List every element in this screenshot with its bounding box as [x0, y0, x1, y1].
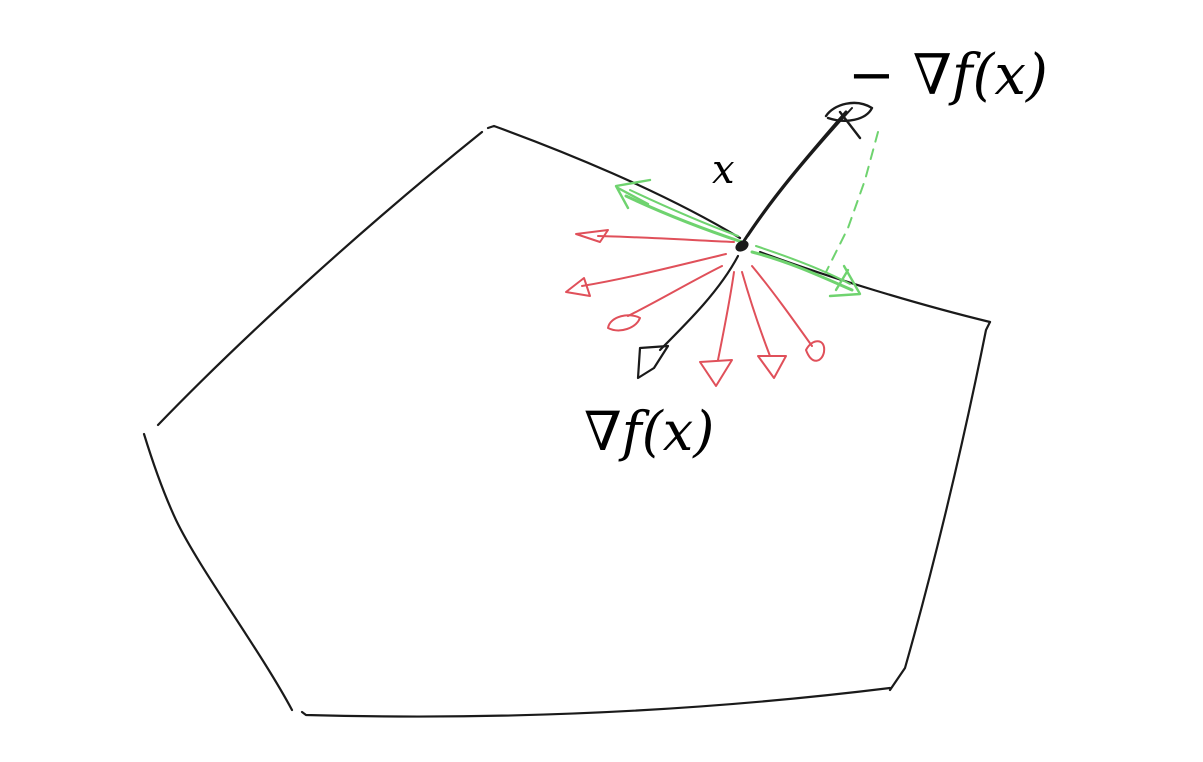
gradient-arrows [636, 101, 874, 380]
feasible-region-outline [142, 124, 992, 718]
point-x-marker [735, 240, 749, 252]
gradient-label: ∇f(x) [584, 400, 715, 463]
negative-gradient-label: − ∇f(x) [848, 43, 1048, 108]
descent-direction-arrows [565, 229, 826, 387]
tangent-arrows [614, 131, 879, 298]
point-x-label: x [712, 147, 735, 193]
